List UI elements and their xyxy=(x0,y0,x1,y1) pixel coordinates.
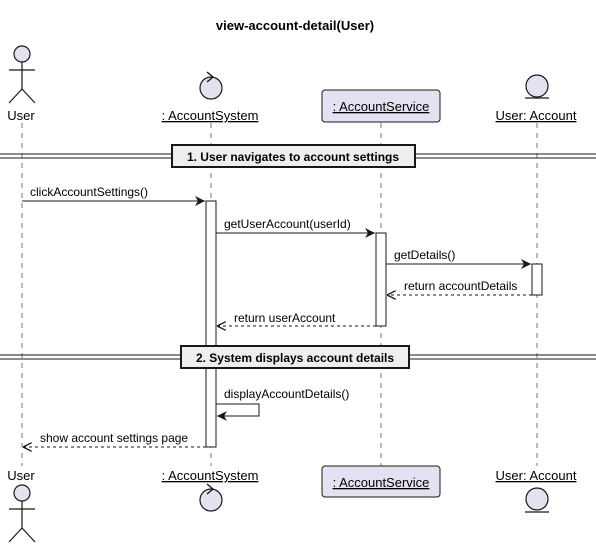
participant-account-service-bottom-box xyxy=(321,465,441,498)
message-label: displayAccountDetails() xyxy=(224,387,349,401)
divider-2: 2. System displays account details xyxy=(0,345,596,369)
actor-icon xyxy=(13,45,31,63)
divider-1-label: 1. User navigates to account settings xyxy=(187,150,399,164)
activation-account-system xyxy=(205,200,217,448)
participant-user-account-bottom-label: User: Account xyxy=(496,468,577,483)
message-show-account-settings-page: show account settings page xyxy=(23,431,206,447)
participant-account-service-bottom-label: : AccountService xyxy=(333,475,430,490)
message-get-user-account: getUserAccount(userId) xyxy=(216,217,375,238)
entity-icon xyxy=(525,74,549,98)
message-label: getUserAccount(userId) xyxy=(224,217,351,231)
control-account-system-bottom xyxy=(199,483,223,512)
participant-user-account-top-label: User: Account xyxy=(496,108,577,123)
participant-user-top-label: User xyxy=(7,108,35,123)
divider-1: 1. User navigates to account settings xyxy=(0,144,596,168)
actor-icon xyxy=(13,484,31,502)
message-display-account-details: displayAccountDetails() xyxy=(216,387,349,421)
message-label: return userAccount xyxy=(234,311,336,325)
message-label: return accountDetails xyxy=(404,279,517,293)
entity-icon xyxy=(525,487,549,511)
entity-user-account-bottom xyxy=(525,487,549,513)
participant-account-system-top-label: : AccountSystem xyxy=(162,108,259,123)
entity-user-account-top xyxy=(525,74,549,99)
participant-account-system-bottom-label: : AccountSystem xyxy=(162,468,259,483)
participant-user-bottom-label: User xyxy=(7,468,35,483)
activation-account-service xyxy=(375,232,387,327)
participant-account-service-top-label: : AccountService xyxy=(333,99,430,114)
diagram-title: view-account-detail(User) xyxy=(216,18,374,33)
message-return-account-details: return accountDetails xyxy=(387,279,532,295)
message-click-account-settings: clickAccountSettings() xyxy=(22,185,205,206)
divider-2-label: 2. System displays account details xyxy=(196,351,394,365)
message-label: clickAccountSettings() xyxy=(30,185,148,199)
message-label: show account settings page xyxy=(40,431,188,445)
actor-user-bottom xyxy=(8,484,36,543)
message-return-user-account: return userAccount xyxy=(217,311,376,326)
participant-account-service-top-box xyxy=(321,89,441,123)
control-icon xyxy=(199,76,223,100)
message-get-details: getDetails() xyxy=(386,248,531,269)
control-account-system-top xyxy=(199,71,223,100)
actor-user-top xyxy=(8,45,36,104)
control-icon xyxy=(199,488,223,512)
activation-user-account xyxy=(531,263,543,296)
message-label: getDetails() xyxy=(394,248,455,262)
